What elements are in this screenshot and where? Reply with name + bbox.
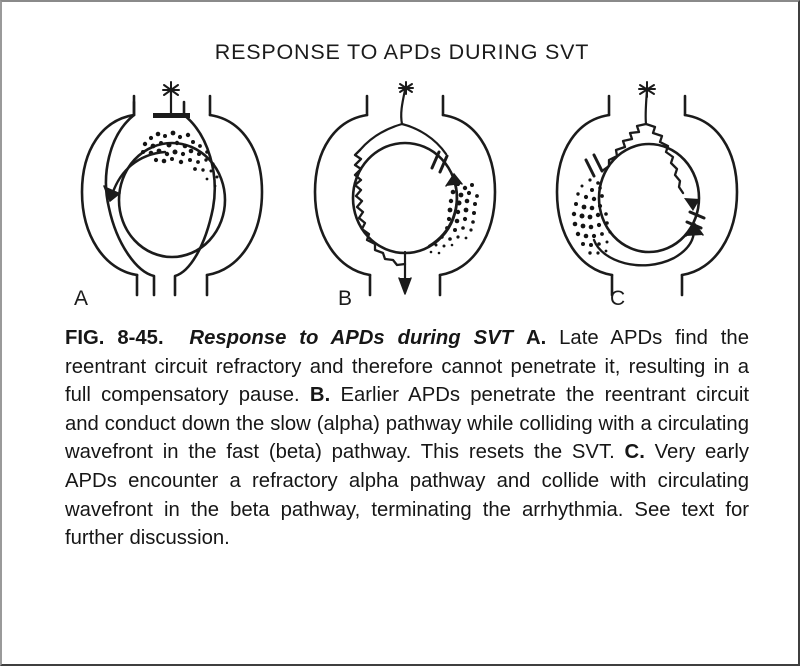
asterisk-icon: [162, 81, 180, 99]
caption-part-a-text: Late APDs find the reentrant circuit ref…: [65, 327, 749, 407]
block-mark-icon: [430, 150, 449, 174]
panel-label-a: A: [74, 287, 89, 310]
collision-arrow: [427, 172, 463, 248]
circulating-arrow: [103, 150, 167, 203]
panel-b-svg: [313, 88, 497, 297]
caption-figure-number: FIG. 8-45.: [65, 327, 164, 349]
outer-circuit-path: [104, 100, 216, 297]
caption-part-b-label: B.: [309, 384, 331, 407]
panel-a-svg: [80, 81, 264, 297]
inner-circle: [117, 141, 227, 259]
inner-circle: [597, 142, 701, 254]
panel-c-svg: [555, 81, 739, 297]
caption-space-2: [513, 327, 526, 349]
caption-part-c-text: Very early APDs encounter a refractory a…: [65, 441, 749, 550]
caption-part-b-text: Earlier APDs penetrate the reentrant cir…: [65, 384, 749, 464]
beta-wavefront-arrowhead: [684, 198, 700, 211]
diagram-panel-a: [57, 80, 287, 305]
block-mark-left-icon: [584, 153, 604, 178]
caption-part-c-label: C.: [624, 441, 645, 464]
figure-caption: FIG. 8-45. Response to APDs during SVT A…: [65, 324, 749, 553]
block-bar-icon: [153, 113, 190, 118]
outer-ring-outline: [313, 113, 497, 277]
stipple-region: [141, 130, 219, 188]
caption-part-a-label: A.: [525, 327, 547, 349]
circulating-arrow: [592, 222, 704, 267]
alpha-entry-left: [358, 122, 404, 152]
caption-figure-title: Response to APDs during SVT: [189, 327, 514, 349]
diagram-row: [2, 80, 798, 305]
caption-space-1: [164, 327, 190, 349]
asterisk-icon: [638, 81, 656, 98]
figure-title: RESPONSE TO APDs DURING SVT: [214, 40, 590, 64]
beta-wavy-right: [644, 122, 685, 195]
diagram-panel-c: [532, 80, 762, 305]
outer-ring-outline: [80, 113, 264, 277]
alpha-wavy-left: [600, 122, 648, 173]
panel-label-b: B: [338, 287, 353, 310]
stimulus-stalk: [400, 88, 407, 126]
panel-label-c: C: [610, 287, 626, 310]
diagram-panel-b: [290, 80, 520, 305]
stipple-region: [571, 178, 612, 255]
stipple-region: [429, 181, 479, 255]
beta-entry-right: [400, 122, 448, 156]
outer-ring-outline: [555, 113, 739, 277]
alpha-wavy-wavefront: [353, 148, 407, 267]
